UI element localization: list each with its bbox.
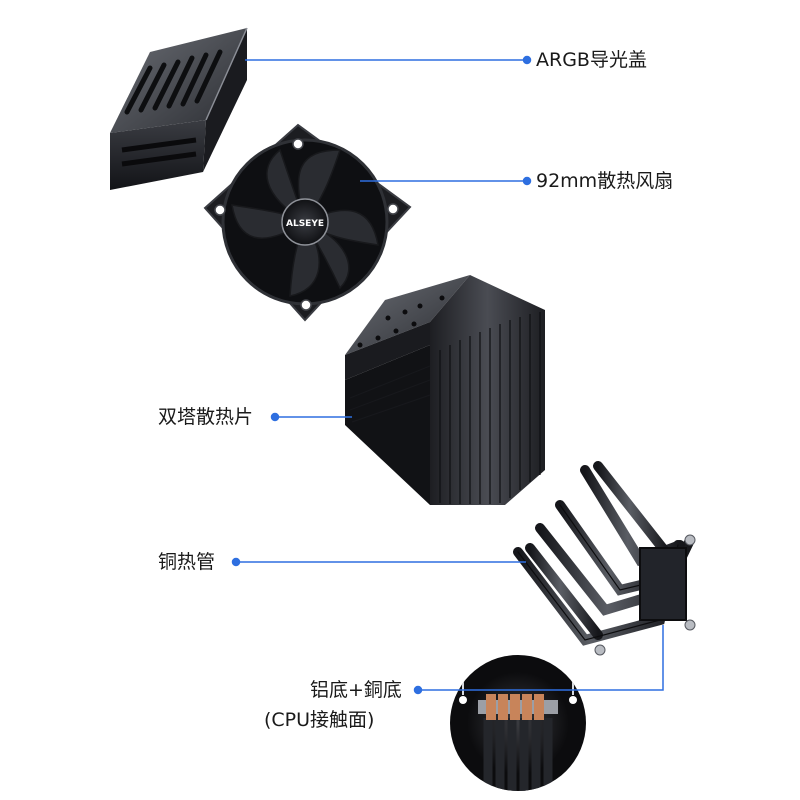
callout-base: 铝底+銅底 [310,679,402,701]
heatpipe-illustration [513,461,696,656]
fan-logo: ALSEYE [286,219,324,229]
leader-lines [231,55,664,695]
base-inset-illustration [450,655,586,791]
fan-illustration: ALSEYE [203,123,412,322]
argb-cover-illustration [110,27,248,190]
heatsink-illustration [345,275,545,505]
callout-argb-cover: ARGB导光盖 [536,49,647,71]
callout-heatpipe: 铜热管 [158,551,216,573]
callout-base-note: (CPU接触面) [264,709,375,731]
callout-heatsink: 双塔散热片 [158,406,254,428]
callout-fan: 92mm散热风扇 [536,170,674,192]
